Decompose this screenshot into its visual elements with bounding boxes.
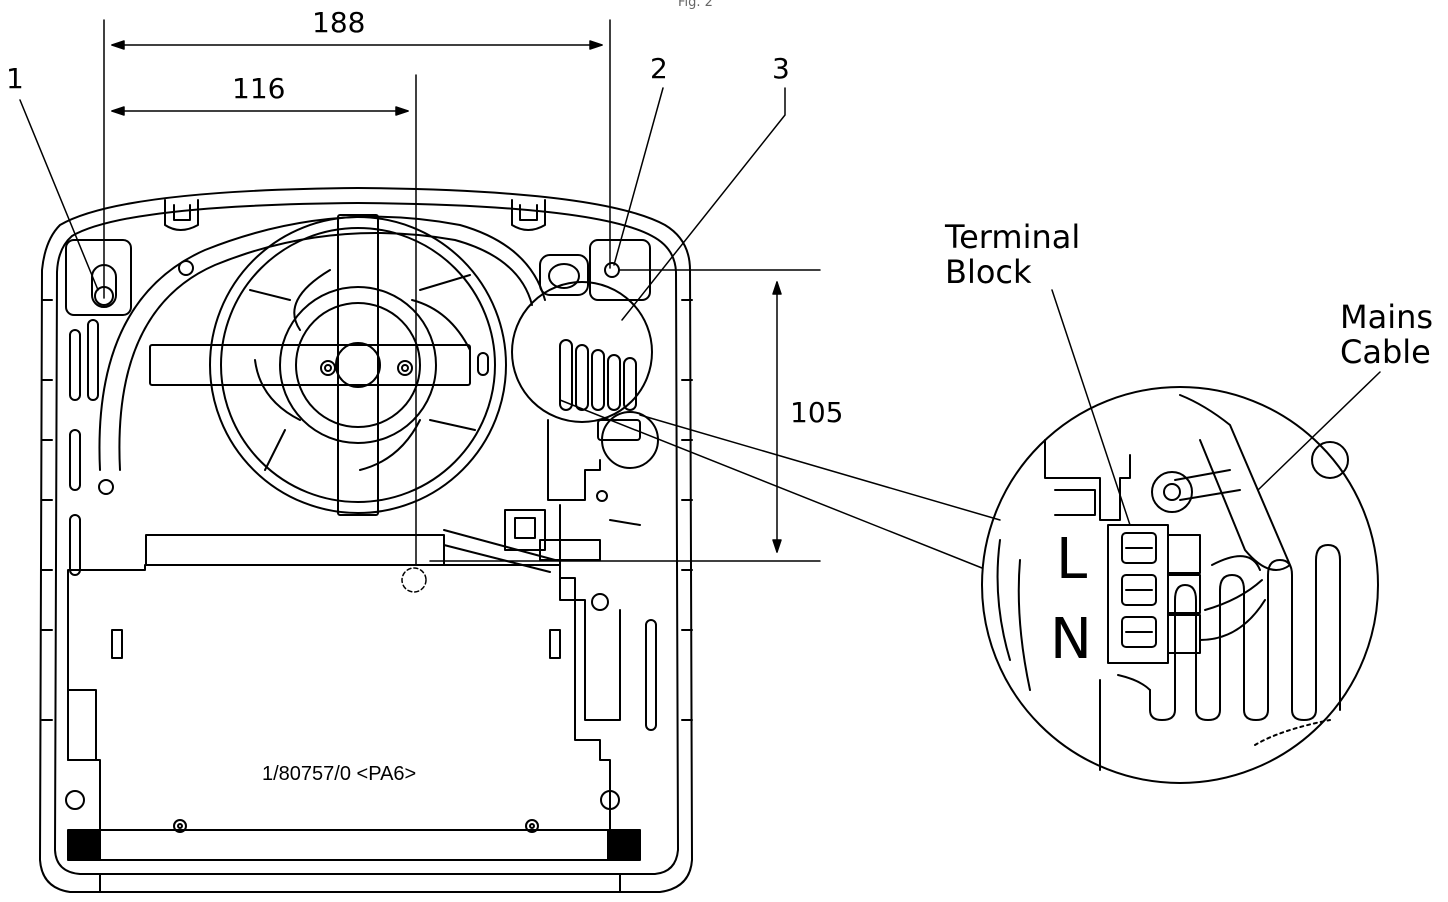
terminal-neutral-label: N (1050, 607, 1092, 672)
fan-assembly (149, 214, 507, 516)
detail-connector-lines (559, 399, 1001, 569)
callout-1-leader (19, 99, 99, 291)
mounting-hole-1 (65, 239, 132, 316)
callout-3-leader (621, 87, 786, 321)
control-board (504, 411, 659, 721)
dimension-105-label: 105 (790, 396, 843, 429)
mains-cable-label-line2: Cable (1340, 333, 1431, 371)
callout-1: 1 (6, 62, 24, 95)
terminal-live-label: L (1056, 527, 1087, 592)
terminal-block-label-line2: Block (945, 253, 1032, 291)
lower-cover (65, 564, 641, 861)
dimension-105 (429, 269, 821, 562)
mains-cable-leader (1257, 371, 1381, 491)
callout-3: 3 (772, 52, 790, 85)
terminal-detail-view (981, 386, 1379, 784)
part-marking: 1/80757/0 <PA6> (262, 763, 416, 785)
heater-fins (559, 339, 637, 411)
dimension-116 (111, 74, 427, 593)
air-duct (98, 215, 546, 495)
cable-entry-grommet (539, 254, 589, 296)
unit-backplate (39, 187, 693, 893)
terminal-block-leader (1051, 289, 1131, 526)
figure-label: Fig. 2 (678, 0, 713, 10)
mains-cable-label-line1: Mains (1340, 298, 1433, 336)
detail-source-circle (511, 281, 653, 423)
dimension-188 (103, 19, 611, 299)
dimension-116-label: 116 (232, 72, 285, 105)
callout-2-leader (613, 87, 664, 266)
terminal-block-label-line1: Terminal (944, 218, 1080, 256)
dimension-188-label: 188 (312, 6, 365, 39)
callout-2: 2 (650, 52, 668, 85)
